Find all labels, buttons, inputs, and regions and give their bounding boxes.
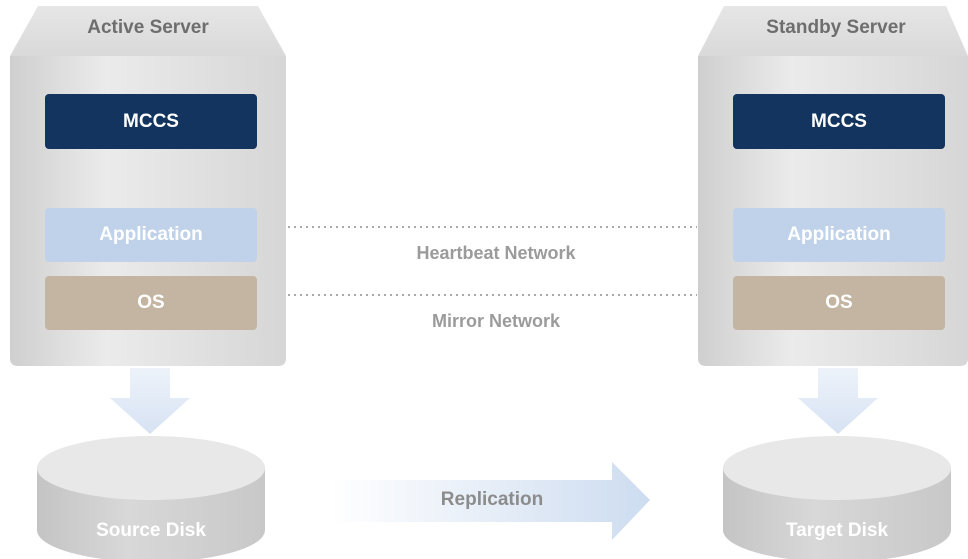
target-disk-label: Target Disk xyxy=(785,520,889,541)
active-down-arrow xyxy=(110,368,190,434)
active-application-block: Application xyxy=(45,208,257,262)
heartbeat-network-label: Heartbeat Network xyxy=(416,243,576,263)
source-disk-top xyxy=(37,436,265,500)
replication-arrow xyxy=(330,462,650,540)
active-server-title: Active Server xyxy=(87,17,209,38)
active-os-block: OS xyxy=(45,276,257,330)
active-server-top xyxy=(10,6,286,56)
replication-label: Replication xyxy=(440,489,544,510)
standby-down-arrow xyxy=(798,368,878,434)
target-disk-top xyxy=(723,436,951,500)
standby-application-block: Application xyxy=(733,208,945,262)
standby-server-title: Standby Server xyxy=(766,17,906,38)
target-disk xyxy=(723,436,951,559)
source-disk-label: Source Disk xyxy=(96,520,206,541)
source-disk xyxy=(37,436,265,559)
active-mccs-block: MCCS xyxy=(45,94,257,149)
standby-server-top xyxy=(698,6,968,56)
standby-os-block: OS xyxy=(733,276,945,330)
standby-mccs-block: MCCS xyxy=(733,94,945,149)
mirror-network-label: Mirror Network xyxy=(431,311,561,331)
